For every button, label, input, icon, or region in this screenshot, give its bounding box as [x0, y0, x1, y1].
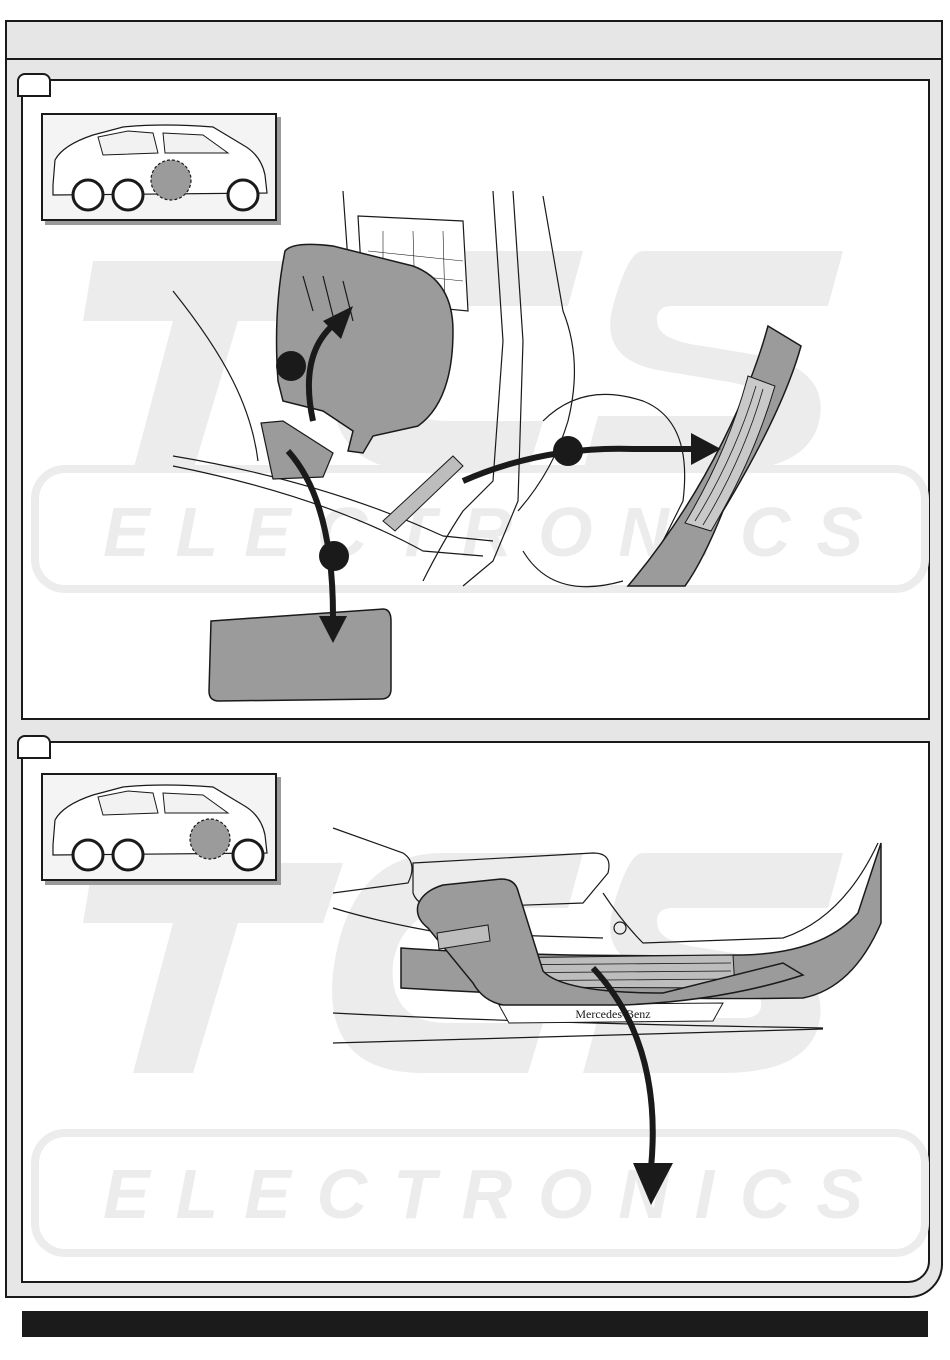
car-thumbnail-icon: [43, 115, 275, 219]
car-thumbnail-icon: [43, 775, 275, 879]
step-1-tab: [17, 73, 51, 97]
door-sill-installed: [383, 456, 463, 531]
pillar-line: [463, 191, 523, 586]
car-thumbnail-1: [41, 113, 277, 221]
header-band: [7, 22, 941, 60]
car-thumbnail-2: [41, 773, 277, 881]
step-1-panel: ELECTRONICS: [21, 79, 930, 720]
door-line: [333, 828, 412, 893]
floor-mat-part: [261, 421, 333, 479]
door-frame-line: [173, 291, 258, 461]
scuff-plate-part: [628, 326, 801, 586]
seat-cover-part: [277, 244, 453, 453]
highlight-circle: [151, 160, 191, 200]
body-line: [603, 843, 878, 943]
callout-dot-icon: [319, 541, 349, 571]
brand-plate-text: Mercedes-Benz: [575, 1007, 650, 1021]
footer-bar: [22, 1311, 928, 1337]
sill-edge-line: [333, 1029, 823, 1043]
highlight-circle: [190, 819, 230, 859]
floor-line: [523, 551, 623, 587]
step-2-tab: [17, 735, 51, 759]
callout-dot-icon: [553, 436, 583, 466]
step-2-panel: ELECTRONICS Mercedes-Benz: [21, 741, 930, 1283]
callout-dot-icon: [276, 351, 306, 381]
fastener-hole: [614, 922, 626, 934]
arrow-head: [633, 1163, 673, 1205]
floor-mat-removed: [209, 609, 391, 701]
